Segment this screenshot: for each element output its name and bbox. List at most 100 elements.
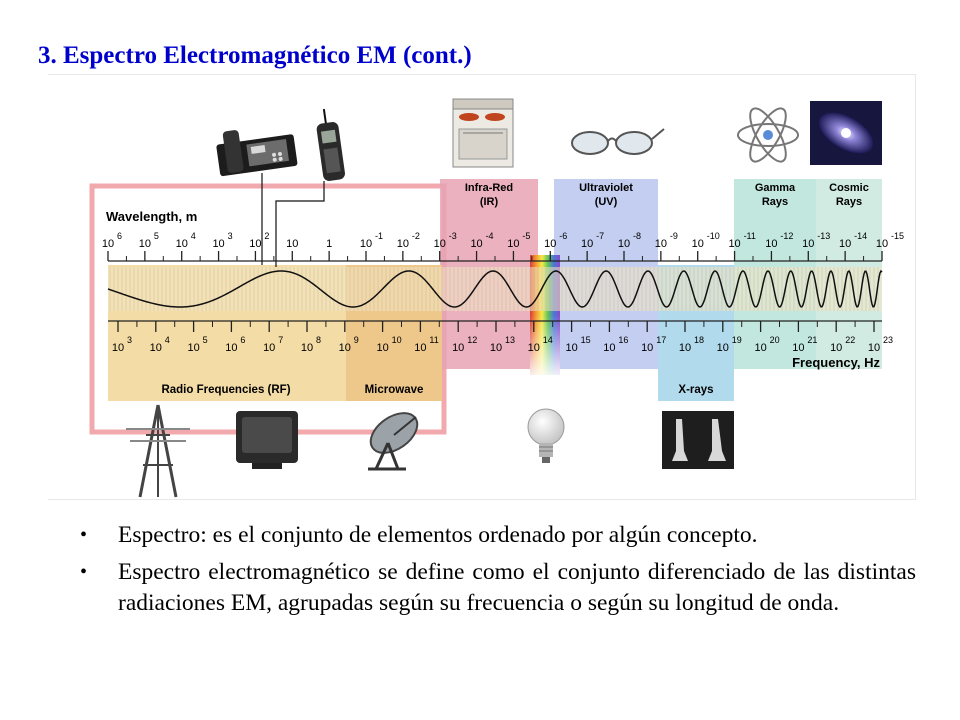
frequency-tick-label-base: 10 — [754, 342, 766, 354]
wavelength-tick-label: 10-4 — [470, 231, 493, 250]
frequency-tick-label-base: 10 — [528, 342, 540, 354]
wavelength-tick-label: 10-9 — [655, 231, 678, 250]
frequency-tick-label-exp: 23 — [883, 335, 893, 345]
wavelength-tick-label-base: 10 — [765, 238, 777, 250]
frequency-tick-label-base: 10 — [868, 342, 880, 354]
wavelength-tick-label: 1 — [326, 238, 332, 250]
frequency-tick-label: 104 — [150, 335, 170, 354]
frequency-tick-label-exp: 7 — [278, 335, 283, 345]
gamma-label-2: Rays — [762, 196, 788, 208]
wavelength-tick-label-exp: -15 — [891, 231, 904, 241]
galaxy-icon — [810, 101, 882, 165]
wavelength-tick-label: 10-15 — [876, 231, 904, 250]
frequency-tick-label: 10 5 — [187, 335, 207, 354]
wavelength-tick-label-exp: -10 — [707, 231, 720, 241]
frequency-tick-label: 10 15 — [565, 335, 590, 354]
atom-icon — [737, 107, 799, 163]
wavelength-tick-label-exp: 3 — [228, 231, 233, 241]
wavelength-tick-label-exp: -2 — [412, 231, 420, 241]
wavelength-tick-label: 106 — [102, 231, 122, 250]
frequency-tick-label-base: 10 — [187, 342, 199, 354]
frequency-tick-label-base: 10 — [830, 342, 842, 354]
wavelength-tick-label-exp: 6 — [117, 231, 122, 241]
radio-label: Radio Frequencies (RF) — [161, 384, 290, 396]
infrared-label-2: (IR) — [480, 196, 499, 208]
frequency-tick-label-exp: 5 — [203, 335, 208, 345]
wavelength-tick-label-base: 10 — [507, 238, 519, 250]
wavelength-tick-label-exp: 2 — [264, 231, 269, 241]
frequency-tick-label: 109 — [339, 335, 359, 354]
wavelength-tick-label-base: 10 — [102, 238, 114, 250]
wavelength-tick-label: 105 — [139, 231, 159, 250]
frequency-tick-label-base: 10 — [414, 342, 426, 354]
frequency-tick-label: 106 — [225, 335, 245, 354]
wavelength-tick-label-exp: -6 — [559, 231, 567, 241]
gamma-label-1: Gamma — [755, 182, 796, 194]
wavelength-tick-label: 10 — [286, 238, 298, 250]
em-spectrum-figure: Infra-Red (IR) Ultraviolet (UV) Gamma Ra… — [48, 74, 916, 500]
bullet-item-1: Espectro: es el conjunto de elementos or… — [80, 520, 916, 551]
wavelength-tick-label-exp: -5 — [522, 231, 530, 241]
frequency-tick-label-base: 10 — [717, 342, 729, 354]
wavelength-tick-label-base: 10 — [728, 238, 740, 250]
infrared-label-1: Infra-Red — [465, 182, 513, 194]
frequency-tick-label-base: 10 — [339, 342, 351, 354]
wavelength-tick-label: 103 — [212, 231, 232, 250]
wavelength-tick-label-base: 10 — [876, 238, 888, 250]
wavelength-tick-label-base: 10 — [139, 238, 151, 250]
wavelength-tick-label-exp: -11 — [744, 231, 756, 241]
cosmic-label-2: Rays — [836, 196, 862, 208]
frequency-tick-label-exp: 18 — [694, 335, 704, 345]
frequency-tick-label-base: 10 — [150, 342, 162, 354]
wave-hatch — [109, 267, 879, 311]
frequency-tick-label-exp: 9 — [354, 335, 359, 345]
wavelength-tick-label-base: 10 — [397, 238, 409, 250]
frequency-tick-label-exp: 8 — [316, 335, 321, 345]
wavelength-tick-label: 10-7 — [581, 231, 604, 250]
wavelength-tick-label-base: 10 — [839, 238, 851, 250]
wavelength-tick-label-base: 10 — [655, 238, 667, 250]
xray-label: X-rays — [678, 384, 713, 396]
frequency-tick-label-base: 10 — [641, 342, 653, 354]
wavelength-tick-label-exp: -4 — [486, 231, 494, 241]
frequency-tick-label: 107 — [263, 335, 283, 354]
wavelength-tick-label-exp: -14 — [854, 231, 867, 241]
frequency-axis-label: Frequency, Hz — [792, 355, 880, 370]
xray-film-icon — [662, 411, 734, 469]
frequency-tick-label-exp: 6 — [240, 335, 245, 345]
wavelength-tick-label: 104 — [176, 231, 196, 250]
wavelength-tick-label-exp: -13 — [817, 231, 830, 241]
wavelength-tick-label-base: 10 — [434, 238, 446, 250]
wavelength-tick-label: 10-1 — [360, 231, 383, 250]
wavelength-tick-label-base: 10 — [618, 238, 630, 250]
wavelength-tick-label: 10-14 — [839, 231, 867, 250]
ultraviolet-label-1: Ultraviolet — [579, 182, 633, 194]
slide-title: 3. Espectro Electromagnético EM (cont.) — [38, 42, 472, 69]
frequency-tick-label-base: 10 — [603, 342, 615, 354]
wavelength-tick-label-base: 10 — [692, 238, 704, 250]
frequency-tick-label-exp: 15 — [581, 335, 591, 345]
wavelength-tick-label-exp: 4 — [191, 231, 196, 241]
wavelength-tick-label-base: 10 — [544, 238, 556, 250]
wavelength-tick-label-base: 10 — [802, 238, 814, 250]
wavelength-tick-label: 10-10 — [692, 231, 720, 250]
cell-phone-icon — [316, 108, 345, 181]
em-wave — [107, 269, 883, 309]
wavelength-tick-label: 10-3 — [434, 231, 457, 250]
wavelength-tick-label: 10-13 — [802, 231, 830, 250]
wavelength-tick-label-base: 10 — [176, 238, 188, 250]
wavelength-tick-label: 102 — [249, 231, 269, 250]
frequency-tick-label-base: 10 — [565, 342, 577, 354]
stove-icon — [452, 98, 514, 168]
frequency-tick-label-base: 10 — [263, 342, 275, 354]
frequency-tick-label-exp: 11 — [429, 335, 438, 345]
frequency-tick-label-exp: 22 — [845, 335, 855, 345]
frequency-tick-label-exp: 21 — [807, 335, 817, 345]
frequency-tick-label-base: 10 — [792, 342, 804, 354]
